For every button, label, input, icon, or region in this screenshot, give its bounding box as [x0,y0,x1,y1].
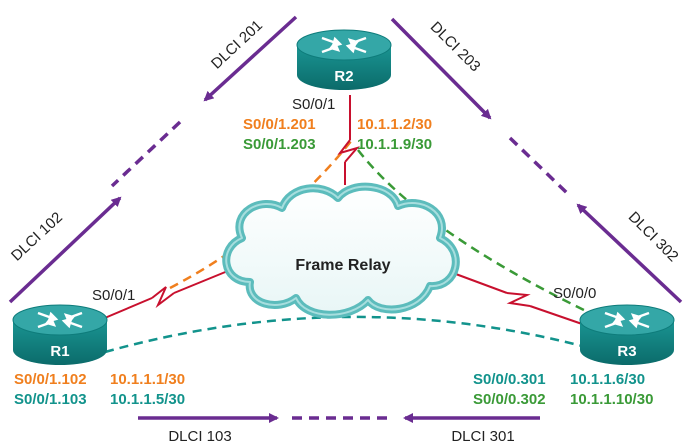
r2-subif-203-name: S0/0/1.203 [243,136,316,153]
r2-subif-203-ip: 10.1.1.9/30 [357,136,432,153]
cloud-label: Frame Relay [295,257,390,274]
dlci-203-arrow [390,17,569,195]
dlci-203-label: DLCI 203 [427,18,484,75]
router-r1-name: R1 [50,343,69,360]
r1-interface-label: S0/0/1 [92,287,135,304]
router-icon: R1 [12,304,108,365]
r3-subif-301-ip: 10.1.1.6/30 [570,371,645,388]
router-icon: R2 [296,29,392,90]
router-r2[interactable]: R2 [296,29,392,90]
r3-subif-302-name: S0/0/0.302 [473,391,546,408]
router-r1[interactable]: R1 [12,304,108,365]
serial-link-r2 [337,95,360,185]
dlci-103-label: DLCI 103 [168,428,231,444]
r1-subif-103-name: S0/0/1.103 [14,391,87,408]
pvc-r2-r3 [357,149,589,314]
router-r2-name: R2 [334,68,353,85]
r2-subif-201-ip: 10.1.1.2/30 [357,116,432,133]
dlci-301-label: DLCI 301 [451,428,514,444]
router-r3-name: R3 [617,343,636,360]
r1-subif-103-ip: 10.1.1.5/30 [110,391,185,408]
r1-subif-102-ip: 10.1.1.1/30 [110,371,185,388]
dlci-201-arrow [110,15,298,188]
r3-subif-301-name: S0/0/0.301 [473,371,546,388]
dlci-201-label: DLCI 201 [208,17,266,73]
r1-subif-102-name: S0/0/1.102 [14,371,87,388]
router-icon: R3 [579,304,675,365]
dlci-302-arrow [576,203,683,304]
dlci-102-arrow [8,196,122,304]
r3-interface-label: S0/0/0 [553,285,596,302]
pvc-r1-r3 [104,315,583,354]
frame-relay-cloud-icon: Frame Relay [222,182,460,319]
r2-subif-201-name: S0/0/1.201 [243,116,316,133]
router-r3[interactable]: R3 [579,304,675,365]
r2-interface-label: S0/0/1 [292,96,335,113]
r3-subif-302-ip: 10.1.1.10/30 [570,391,653,408]
